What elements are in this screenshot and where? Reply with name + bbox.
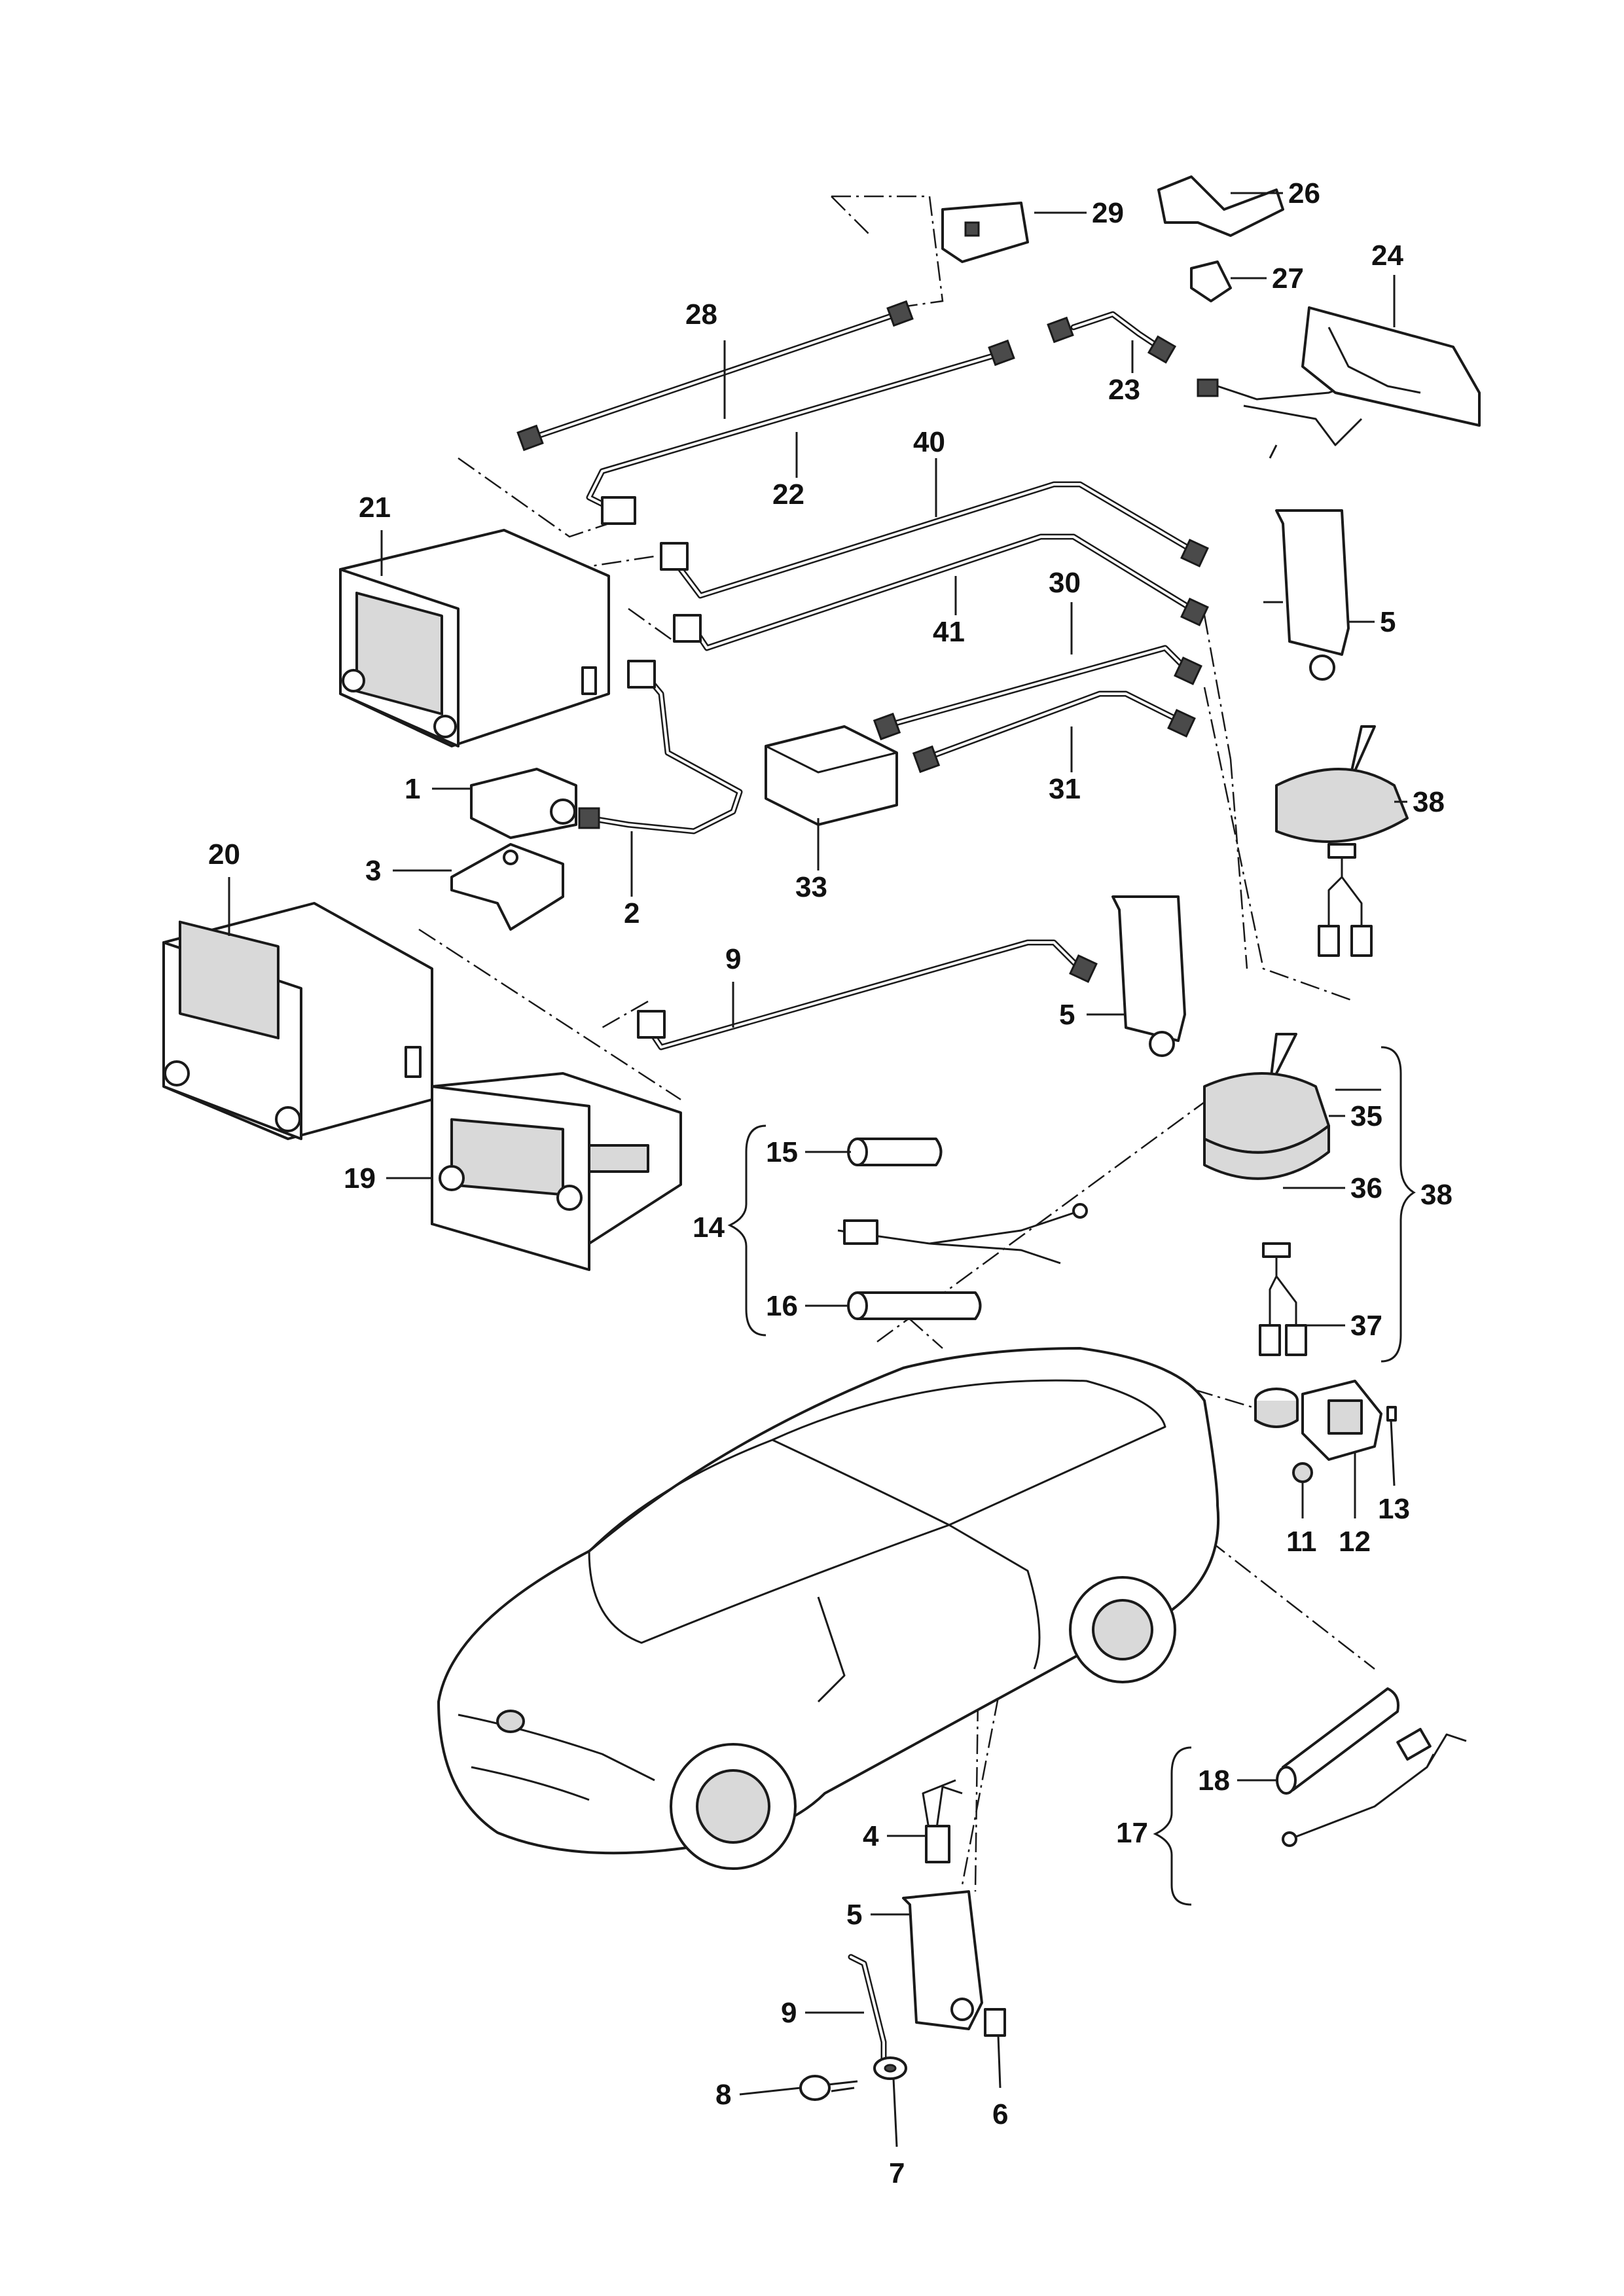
- bracket-3: [450, 843, 564, 931]
- radio-unit-21: [339, 529, 610, 747]
- label-41: 41: [933, 616, 965, 648]
- label-40: 40: [913, 426, 945, 458]
- harness-14: [837, 1203, 1088, 1265]
- relay-12: [1301, 1380, 1382, 1461]
- label-30: 30: [1049, 567, 1081, 599]
- switch-29: [941, 202, 1029, 263]
- antenna-module-5-bottom: [902, 1890, 983, 2030]
- label-19: 19: [344, 1162, 376, 1194]
- label-38a: 38: [1413, 786, 1445, 818]
- label-4: 4: [863, 1820, 879, 1852]
- label-11: 11: [1286, 1526, 1317, 1558]
- leader-lines: [228, 192, 1407, 2147]
- label-35: 35: [1350, 1100, 1382, 1132]
- sleeve-18: [1276, 1687, 1399, 1795]
- label-9a: 9: [725, 943, 741, 975]
- label-33: 33: [795, 871, 827, 903]
- label-37: 37: [1350, 1310, 1382, 1342]
- label-8: 8: [715, 2079, 731, 2111]
- car-illustration: [437, 1347, 1220, 1870]
- box-33: [765, 725, 898, 826]
- label-3: 3: [365, 855, 381, 887]
- label-14: 14: [693, 1211, 725, 1244]
- antenna-module-5-top: [1263, 509, 1350, 681]
- label-20: 20: [208, 838, 240, 870]
- label-28: 28: [685, 298, 717, 331]
- sleeve-16: [847, 1291, 982, 1320]
- washer-7: [873, 2056, 907, 2080]
- cables: [527, 311, 1363, 2072]
- label-2: 2: [624, 897, 640, 929]
- clip-27: [1190, 260, 1232, 302]
- pin-13: [1386, 1406, 1397, 1422]
- label-1: 1: [405, 773, 420, 805]
- part-labels: 28 29 26 27 24 23 22 40 41 5 21 30 31 38…: [208, 177, 1453, 2189]
- sleeve-15: [847, 1138, 943, 1166]
- clip-26: [1157, 175, 1284, 237]
- radio-unit-20: [162, 902, 433, 1140]
- nut-37: [1254, 1388, 1299, 1428]
- braces: [727, 1046, 1416, 1906]
- label-17: 17: [1116, 1817, 1148, 1849]
- screw-8: [799, 2075, 858, 2101]
- label-5c: 5: [846, 1899, 862, 1931]
- roof-antenna-35: [1203, 1033, 1330, 1258]
- module-24: [1197, 306, 1481, 427]
- label-36: 36: [1350, 1172, 1382, 1204]
- amplifier-1: [470, 768, 577, 839]
- label-16: 16: [766, 1290, 798, 1322]
- label-27: 27: [1272, 262, 1304, 295]
- label-21: 21: [359, 492, 391, 524]
- label-13: 13: [1378, 1493, 1410, 1525]
- harness-17: [1282, 1728, 1467, 1847]
- label-26: 26: [1288, 177, 1320, 209]
- label-24: 24: [1371, 240, 1403, 272]
- label-38b: 38: [1420, 1179, 1453, 1211]
- label-6: 6: [992, 2098, 1008, 2130]
- connectors: [516, 300, 1373, 1863]
- label-22: 22: [772, 478, 804, 511]
- label-15: 15: [766, 1136, 798, 1168]
- label-5b: 5: [1059, 999, 1075, 1031]
- label-12: 12: [1339, 1526, 1371, 1558]
- label-23: 23: [1108, 374, 1140, 406]
- bolt-11: [1292, 1462, 1313, 1483]
- label-5a: 5: [1380, 606, 1396, 638]
- radio-unit-19: [431, 1072, 682, 1271]
- stud-6: [984, 2008, 1006, 2037]
- label-18: 18: [1198, 1765, 1230, 1797]
- antenna-module-5-mid: [1111, 895, 1186, 1057]
- label-31: 31: [1049, 773, 1081, 805]
- label-9b: 9: [781, 1997, 797, 2029]
- label-7: 7: [889, 2157, 905, 2189]
- label-29: 29: [1092, 197, 1124, 229]
- roof-antenna-38: [1275, 725, 1409, 859]
